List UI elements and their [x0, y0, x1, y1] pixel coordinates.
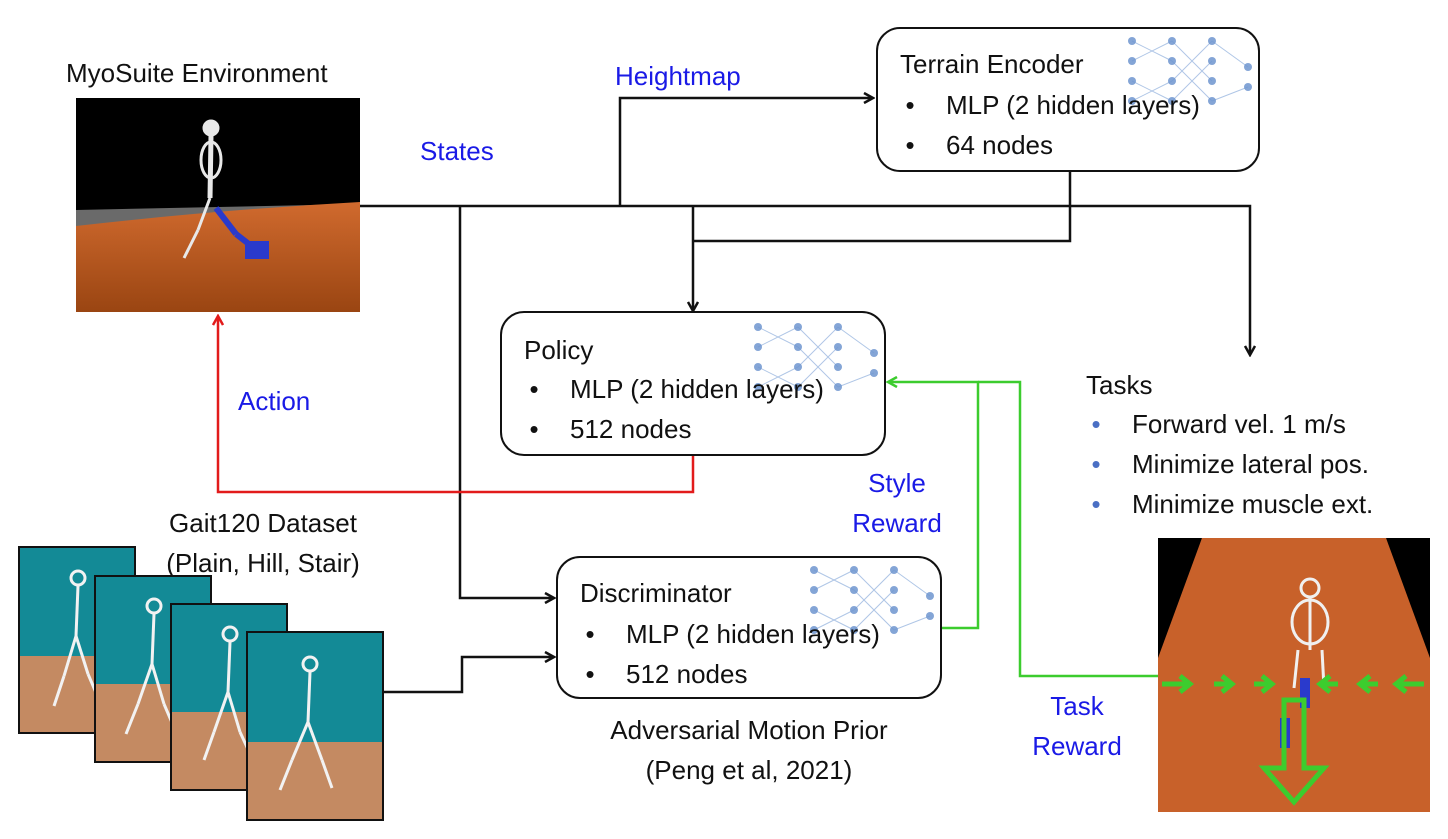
task-text: Minimize lateral pos. — [1132, 449, 1369, 479]
neural-network-icon — [810, 566, 934, 634]
env-title: MyoSuite Environment — [66, 58, 328, 88]
bullet-glyph: • — [1091, 409, 1101, 439]
env-render-image — [76, 98, 360, 312]
bullet-glyph: • — [529, 374, 539, 404]
task-reward-line-2: Reward — [1032, 731, 1122, 761]
task-text: Forward vel. 1 m/s — [1132, 409, 1346, 439]
states-to-discriminator-arrow — [458, 206, 554, 598]
bullet-glyph: • — [905, 90, 915, 120]
dataset-frames-image — [18, 546, 384, 822]
action-label: Action — [238, 386, 311, 416]
task-item: • Minimize muscle ext. — [1086, 484, 1373, 524]
style-reward-line-1: Style — [868, 468, 926, 498]
style-reward-label: Style Reward — [832, 463, 962, 543]
amp-caption-line-1: Adversarial Motion Prior — [610, 715, 888, 745]
dataset-frame — [246, 631, 384, 821]
discriminator-box: Discriminator • MLP (2 hidden layers) • 51… — [556, 556, 942, 699]
encoder-to-policy-line — [693, 172, 1072, 243]
task-reward-line — [978, 380, 1160, 678]
task-render-image — [1158, 538, 1430, 812]
states-label: States — [420, 136, 494, 166]
bullet-text: MLP (2 hidden layers) — [946, 90, 1200, 120]
dataset-subtitle: (Plain, Hill, Stair) — [166, 548, 360, 578]
bullet-glyph: • — [585, 619, 595, 649]
bullet-item: • MLP (2 hidden layers) — [580, 614, 880, 654]
tasks-list: • Forward vel. 1 m/s • Minimize lateral po… — [1086, 404, 1373, 524]
action-arrow — [218, 316, 695, 494]
heightmap-label: Heightmap — [615, 61, 741, 91]
bullet-item: • MLP (2 hidden layers) — [900, 85, 1200, 125]
bullet-text: MLP (2 hidden layers) — [626, 619, 880, 649]
amp-caption-line-2: (Peng et al, 2021) — [645, 755, 853, 785]
heightmap-arrow — [618, 98, 873, 206]
bullet-glyph: • — [529, 414, 539, 444]
terrain-encoder-bullets: • MLP (2 hidden layers) • 64 nodes — [900, 85, 1200, 165]
bullet-text: 512 nodes — [626, 659, 748, 689]
bullet-text: MLP (2 hidden layers) — [570, 374, 824, 404]
bullet-item: • MLP (2 hidden layers) — [524, 369, 824, 409]
style-reward-line-2: Reward — [852, 508, 942, 538]
dataset-caption: Gait120 Dataset (Plain, Hill, Stair) — [130, 503, 396, 583]
bullet-item: • 512 nodes — [580, 654, 880, 694]
bullet-glyph: • — [585, 659, 595, 689]
tasks-title: Tasks — [1086, 370, 1153, 400]
bullet-item: • 512 nodes — [524, 409, 824, 449]
policy-bullets: • MLP (2 hidden layers) • 512 nodes — [524, 369, 824, 449]
task-reward-label: Task Reward — [1012, 686, 1142, 766]
terrain-encoder-title: Terrain Encoder — [900, 49, 1084, 79]
task-item: • Minimize lateral pos. — [1086, 444, 1373, 484]
neural-network-icon — [754, 323, 878, 391]
neural-network-icon — [1128, 37, 1252, 105]
task-item: • Forward vel. 1 m/s — [1086, 404, 1373, 444]
amp-caption: Adversarial Motion Prior (Peng et al, 20… — [556, 710, 942, 790]
bullet-text: 64 nodes — [946, 130, 1053, 160]
dataset-title: Gait120 Dataset — [169, 508, 357, 538]
bullet-item: • 64 nodes — [900, 125, 1200, 165]
bullet-glyph: • — [905, 130, 915, 160]
discriminator-bullets: • MLP (2 hidden layers) • 512 nodes — [580, 614, 880, 694]
task-text: Minimize muscle ext. — [1132, 489, 1374, 519]
dataset-to-discriminator-arrow — [382, 657, 554, 694]
bullet-text: 512 nodes — [570, 414, 692, 444]
states-bus-line — [360, 204, 1250, 355]
discriminator-title: Discriminator — [580, 578, 732, 608]
bullet-glyph: • — [1091, 449, 1101, 479]
policy-title: Policy — [524, 335, 594, 365]
style-reward-arrow — [888, 382, 980, 630]
policy-box: Policy • MLP (2 hidden layers) • 512 nodes — [500, 311, 886, 456]
terrain-encoder-box: Terrain Encoder • MLP (2 hidden layers) •… — [876, 27, 1260, 172]
task-reward-line-1: Task — [1050, 691, 1104, 721]
bullet-glyph: • — [1091, 489, 1101, 519]
